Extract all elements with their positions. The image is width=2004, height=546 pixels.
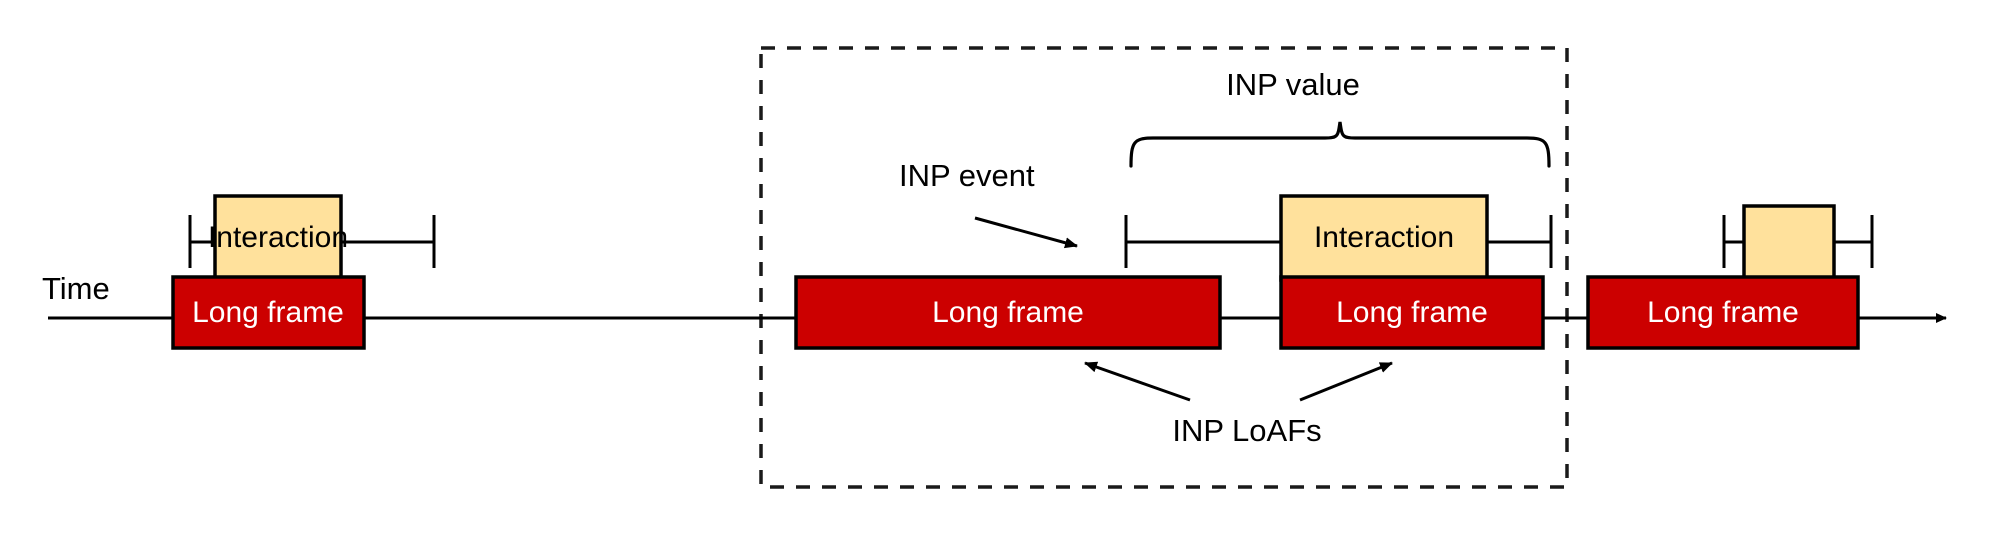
- inp-event-label: INP event: [899, 158, 1035, 193]
- interaction-2-box[interactable]: [1279, 194, 1489, 282]
- inp-loafs-arrow-left: [1084, 361, 1191, 402]
- long-frame-4-box[interactable]: [1586, 275, 1860, 350]
- long-frame-3-box[interactable]: [1279, 275, 1545, 350]
- long-frame-1-box[interactable]: [171, 275, 366, 350]
- long-frame-2-box[interactable]: [794, 275, 1222, 350]
- inp-loafs-label: INP LoAFs: [1172, 413, 1321, 448]
- interaction-2-duration-bracket: [1124, 215, 1553, 268]
- long-frame-4-label: Long frame: [1647, 296, 1799, 329]
- long-frame-2-label: Long frame: [932, 296, 1084, 329]
- interaction-1-duration-bracket: [188, 215, 436, 268]
- inp-value-brace: [1129, 121, 1551, 168]
- inp-loafs-arrow-right: [1299, 361, 1393, 402]
- inp-event-arrow: [974, 216, 1078, 249]
- long-frame-1-label: Long frame: [192, 296, 344, 329]
- interaction-3-box[interactable]: [1742, 204, 1836, 282]
- inp-group-dashed-box: [759, 46, 1569, 489]
- interaction-1-label: Interaction: [208, 221, 348, 254]
- interaction-1-box[interactable]: [213, 194, 343, 282]
- time-axis-label: Time: [42, 271, 110, 306]
- interaction-2-label: Interaction: [1314, 221, 1454, 254]
- inp-value-label: INP value: [1226, 67, 1360, 102]
- long-frame-3-label: Long frame: [1336, 296, 1488, 329]
